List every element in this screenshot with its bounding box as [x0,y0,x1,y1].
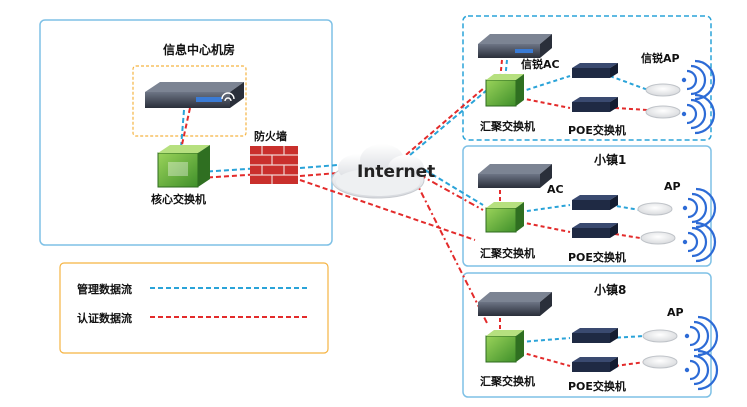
town1-poe-switch-top [572,195,618,210]
site-ac-agg-switch [485,74,524,107]
mgmt-flow-line [519,75,571,93]
site-ac-poe-switch-bottom [572,97,618,112]
auth-flow-line [419,174,484,211]
firewall [250,146,298,184]
wifi-icon [683,349,719,391]
site-ac-ac-label: 信锐AC [521,58,560,71]
town1-ac-device [478,164,552,188]
site-ac-ap-top [645,83,681,97]
auth-flow-line [614,361,646,367]
site-ac-ap-label: 信锐AP [641,52,680,65]
town1-ap-top [637,202,673,216]
town1-ap-bottom [640,231,676,245]
wifi-icon [681,221,717,263]
mgmt-flow-line [609,204,641,211]
wifi-icon [680,93,716,135]
wifi-icon [683,315,719,357]
site-ac-ap-bottom [645,105,681,119]
site-ac-poe-switch-top [572,63,618,78]
town1-ap-label: AP [664,180,681,193]
wifi-icon [680,59,716,101]
datacenter-title: 信息中心机房 [163,43,236,57]
town8-poe-switch-top [572,328,618,343]
auth-flow-line [399,87,485,161]
auth-flow-line [414,179,489,326]
auth-flow-line [299,179,476,241]
site-ac-poe-switch-label: POE交换机 [568,124,626,137]
town8-agg-switch-label: 汇聚交换机 [480,375,535,388]
town1-poe-switch-bottom [572,223,618,238]
firewall-label: 防火墙 [254,130,287,143]
town1-ac-label: AC [547,183,564,196]
town8-ap-top [642,329,678,343]
wifi-icon [221,92,235,102]
wifi-icon [681,187,717,229]
auth-flow-line [614,107,649,111]
auth-flow-line [519,97,571,109]
auth-flow-line [614,233,641,239]
town1-poe-switch-label: POE交换机 [568,251,626,264]
datacenter-frame [39,19,333,246]
auth-flow-line [177,107,191,164]
site-ac-agg-switch-label: 汇聚交换机 [480,120,535,133]
site-ac-device [478,34,552,58]
legend-frame [59,262,329,354]
town8-ap-label: AP [667,306,684,319]
mgmt-flow-line [609,75,649,91]
town8-agg-switch [485,330,524,363]
internet-cloud [331,144,425,199]
internet-label: Internet [357,162,436,182]
legend-auth-label: 认证数据流 [77,312,132,325]
mgmt-flow-line [424,169,484,206]
town1-title: 小镇1 [594,153,627,167]
town8-ac-device [478,292,552,316]
town8-poe-switch-label: POE交换机 [568,380,626,393]
mgmt-flow-line [409,89,488,156]
site-town8-frame [462,272,712,398]
auth-flow-line [519,221,571,233]
town8-poe-switch-bottom [572,357,618,372]
mgmt-flow-line [609,335,646,339]
datacenter-ac-device [145,82,244,108]
mgmt-flow-line [519,337,571,343]
core-switch-label: 核心交换机 [151,193,206,206]
mgmt-flow-line [519,204,571,213]
site-town1-frame [462,145,712,267]
town8-ap-bottom [642,355,678,369]
town1-agg-switch [485,202,524,233]
auth-flow-line [519,351,571,367]
town1-agg-switch-label: 汇聚交换机 [480,247,535,260]
core-switch [157,145,210,188]
legend-mgmt-label: 管理数据流 [77,283,132,296]
town8-title: 小镇8 [594,283,627,297]
